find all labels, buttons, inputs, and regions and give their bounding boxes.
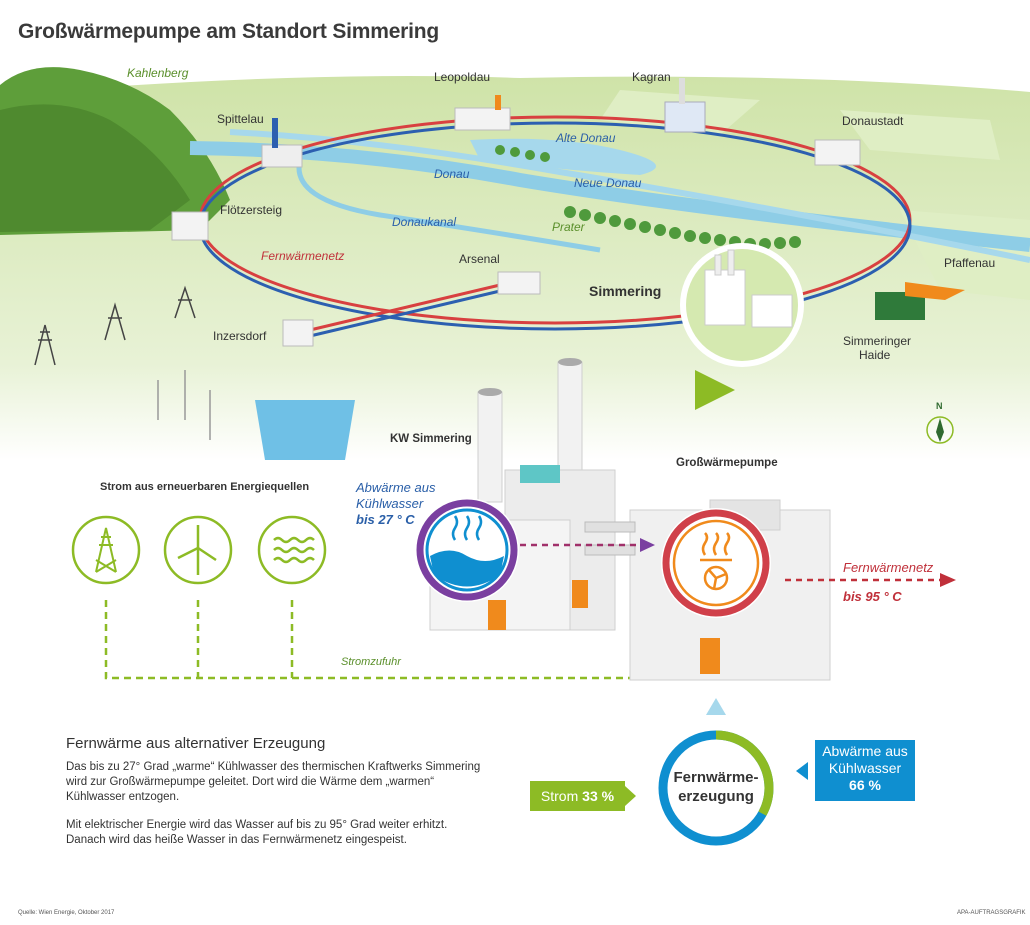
paragraph-1-line: Das bis zu 27° Grad „warme“ Kühlwasser d… bbox=[66, 761, 481, 773]
paragraph-1: Das bis zu 27° Grad „warme“ Kühlwasser d… bbox=[66, 760, 506, 805]
label-leopoldau: Leopoldau bbox=[434, 70, 491, 84]
donaukanal-river bbox=[296, 159, 601, 253]
paragraph-2-line: Danach wird das heiße Wasser in das Fern… bbox=[66, 834, 407, 846]
label-arsenal: Arsenal bbox=[459, 252, 500, 266]
simmering-plant bbox=[704, 269, 746, 326]
label-floetzersteig: Flötzersteig bbox=[220, 203, 283, 217]
heatpump-ring bbox=[662, 509, 770, 617]
pipe-arsenal-cold bbox=[309, 289, 501, 338]
strom-share-label: Strom bbox=[540, 788, 579, 804]
label-abwaerme-2: Kühlwasser bbox=[356, 496, 424, 511]
paragraph-2-line: Mit elektrischer Energie wird das Wasser… bbox=[66, 819, 448, 831]
label-kahlenberg: Kahlenberg bbox=[127, 66, 189, 80]
abwaerme-share-value: 66 % bbox=[849, 777, 881, 793]
paragraph-2: Mit elektrischer Energie wird das Wasser… bbox=[66, 818, 506, 848]
abwaerme-ring bbox=[416, 499, 518, 601]
label-neue-donau: Neue Donau bbox=[574, 176, 642, 190]
heatpump-icon bbox=[700, 532, 732, 591]
label-simmeringer-haide-2: Haide bbox=[859, 348, 891, 362]
donut-center-line: Fernwärme- bbox=[673, 769, 759, 786]
label-grosswaermepumpe: Großwärmepumpe bbox=[676, 457, 778, 469]
zoom-arrow bbox=[695, 370, 735, 410]
compass bbox=[926, 416, 954, 444]
paragraph-1-line: Kühlwasser entzogen. bbox=[66, 791, 180, 803]
label-strom-erneuerbar: Strom aus erneuerbaren Energiequellen bbox=[100, 481, 310, 493]
label-simmeringer-haide-1: Simmeringer bbox=[843, 334, 912, 348]
donut-center-label: Fernwärme- erzeugung bbox=[662, 768, 770, 806]
wind-turbines bbox=[157, 370, 211, 440]
abwaerme-share-label: Abwärme aus bbox=[822, 743, 908, 759]
label-fernwaermenetz-out: Fernwärmenetz bbox=[843, 560, 934, 575]
label-stromzufuhr: Stromzufuhr bbox=[341, 656, 401, 668]
label-spittelau: Spittelau bbox=[217, 112, 264, 126]
fernwaerme-flow-arrow bbox=[940, 573, 956, 587]
abwaerme-arrow bbox=[796, 762, 808, 780]
label-pfaffenau: Pfaffenau bbox=[944, 256, 996, 270]
strom-share-value: 33 % bbox=[582, 788, 615, 804]
page-title: Großwärmepumpe am Standort Simmering bbox=[18, 20, 440, 43]
stromzufuhr-line bbox=[104, 600, 655, 680]
wind-energy-circle bbox=[163, 515, 233, 585]
label-donau: Donau bbox=[434, 167, 470, 181]
heat-waves-icon bbox=[451, 515, 483, 541]
section-title: Fernwärme aus alternativer Erzeugung bbox=[66, 735, 326, 752]
map-ground bbox=[0, 76, 1030, 460]
power-pylons bbox=[34, 285, 196, 366]
donut-center-line: erzeugung bbox=[678, 788, 754, 805]
compass-label: N bbox=[936, 401, 943, 411]
water-waves-icon bbox=[273, 536, 315, 564]
field-patch bbox=[840, 110, 1000, 160]
strom-arrow bbox=[625, 786, 636, 806]
label-bis-95: bis 95 ° C bbox=[843, 589, 902, 604]
pylon-energy-circle bbox=[71, 515, 141, 585]
label-fernwaermenetz-map: Fernwärmenetz bbox=[261, 249, 345, 263]
label-abwaerme-3: bis 27 ° C bbox=[356, 512, 415, 527]
donut-strom-segment bbox=[658, 730, 774, 846]
strom-share-box: Strom 33 % bbox=[530, 781, 625, 811]
label-alte-donau: Alte Donau bbox=[556, 131, 616, 145]
label-kw-simmering: KW Simmering bbox=[390, 433, 472, 445]
wind-turbine-icon bbox=[177, 525, 217, 575]
label-donaukanal: Donaukanal bbox=[392, 215, 457, 229]
paragraph-1-line: wird zur Großwärmepumpe geleitet. Dort w… bbox=[66, 776, 435, 788]
water-energy-circle bbox=[257, 515, 327, 585]
credit-note: APA-AUFTRAGSGRAFIK bbox=[957, 910, 1026, 916]
label-abwaerme-1: Abwärme aus bbox=[356, 480, 436, 495]
label-inzersdorf: Inzersdorf bbox=[213, 329, 267, 343]
simmering-heatpump bbox=[751, 294, 793, 328]
source-note: Quelle: Wien Energie, Oktober 2017 bbox=[18, 910, 115, 916]
hydro-dam bbox=[255, 400, 355, 460]
label-kagran: Kagran bbox=[632, 70, 671, 84]
label-donaustadt: Donaustadt bbox=[842, 114, 904, 128]
up-arrow bbox=[706, 698, 726, 715]
label-simmering: Simmering bbox=[589, 283, 662, 299]
kahlenberg-forest bbox=[0, 104, 190, 232]
pipe-arsenal-hot bbox=[309, 283, 501, 332]
abwaerme-share-label: Kühlwasser bbox=[828, 760, 902, 776]
abwaerme-flow-arrow bbox=[640, 538, 655, 552]
water-icon bbox=[430, 550, 504, 587]
label-prater: Prater bbox=[552, 220, 585, 234]
prater-trees bbox=[495, 145, 801, 250]
power-plant-buildings bbox=[171, 78, 965, 347]
pylon-icon bbox=[95, 527, 117, 573]
abwaerme-share-box: Abwärme aus Kühlwasser 66 % bbox=[815, 740, 915, 801]
